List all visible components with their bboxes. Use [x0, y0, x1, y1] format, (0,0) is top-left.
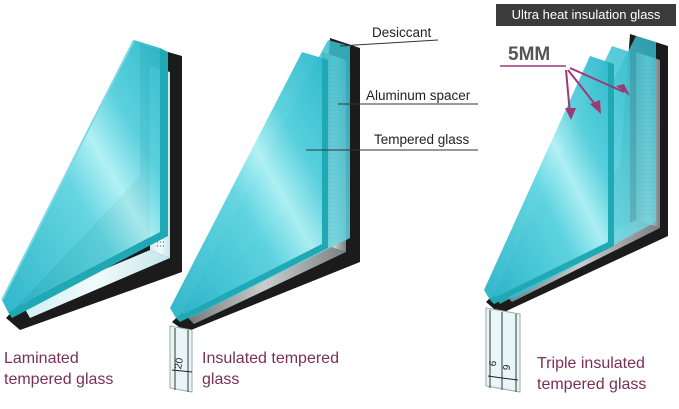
thickness-arrowhead-2 — [590, 100, 601, 114]
thickness-label: 5MM — [508, 44, 551, 65]
triple-caption-line1: Triple insulated — [537, 355, 645, 372]
triple-dimension-arrow-a — [487, 375, 503, 379]
triple-glass-panel: 6 9 — [484, 34, 668, 393]
triple-section-stub — [485, 307, 521, 393]
title-box: Ultra heat insulation glass — [496, 4, 676, 26]
laminated-glass-panel — [1, 39, 182, 330]
thickness-arrow-2 — [567, 69, 599, 109]
triple-dimension-label-9: 9 — [502, 363, 514, 371]
laminated-spacer-bottom — [22, 250, 170, 318]
thickness-arrow-3 — [569, 67, 625, 93]
insulated-caption-line2: glass — [202, 371, 240, 388]
triple-glass-front — [484, 56, 608, 300]
insulated-spacer-bottom — [182, 244, 346, 324]
aluminum-spacer-callout: Aluminum spacer — [366, 88, 471, 103]
laminated-caption-line1: Laminated — [4, 350, 79, 367]
thickness-arrowhead-3 — [616, 84, 630, 96]
callout-leaders — [306, 39, 478, 151]
laminated-glass-outline — [1, 39, 135, 301]
desiccant-leader — [339, 39, 439, 47]
insulated-glass-front — [170, 52, 322, 318]
laminated-glass-edge — [8, 48, 168, 318]
insulated-dimension-arrow — [171, 369, 193, 373]
thickness-arrows — [500, 65, 630, 120]
insulated-glass-panel: 20 — [169, 38, 360, 393]
laminated-glass-face — [2, 40, 160, 312]
thickness-arrow-1 — [565, 69, 571, 115]
thickness-arrowhead-1 — [565, 108, 576, 120]
triple-dimension-label-6: 6 — [488, 359, 500, 367]
triple-caption-line2: tempered glass — [537, 376, 647, 393]
insulated-dimension-label: 20 — [173, 357, 186, 370]
insulated-caption-line1: Insulated tempered — [202, 350, 339, 367]
laminated-caption-line2: tempered glass — [4, 371, 114, 388]
triple-dimension-arrow-b — [501, 377, 519, 381]
desiccant-callout: Desiccant — [372, 25, 432, 40]
tempered-glass-callout: Tempered glass — [374, 132, 470, 147]
